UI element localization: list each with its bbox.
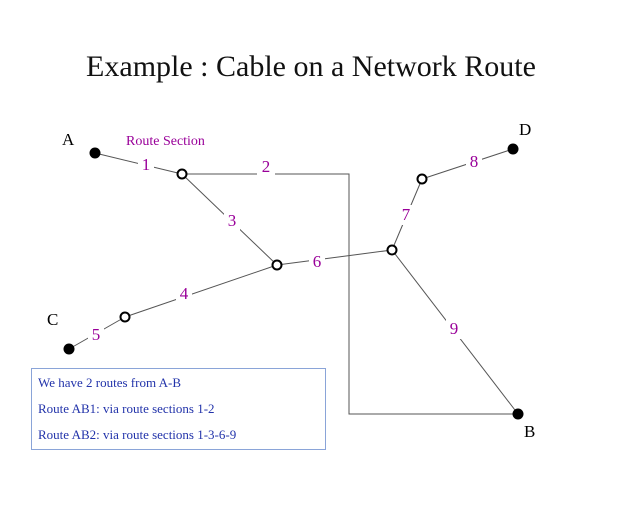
junction-node-3 — [386, 244, 398, 256]
endpoint-node-a — [89, 147, 101, 159]
junction-node-1 — [176, 168, 188, 180]
section-label-7: 7 — [402, 205, 411, 224]
section-label-3: 3 — [228, 211, 237, 230]
section-label-9: 9 — [450, 319, 459, 338]
junction-node-5 — [119, 311, 131, 323]
section-label-6: 6 — [313, 252, 322, 271]
endpoint-label-a: A — [62, 130, 75, 149]
section-label-5: 5 — [92, 325, 101, 344]
junction-node-2 — [271, 259, 283, 271]
section-label-4: 4 — [180, 284, 189, 303]
junction-nodes — [119, 168, 428, 323]
endpoint-node-b — [512, 408, 524, 420]
endpoint-label-b: B — [524, 422, 535, 441]
segment-6 — [276, 249, 393, 266]
route-notes-box: We have 2 routes from A-B Route AB1: via… — [31, 368, 326, 450]
endpoint-node-c — [63, 343, 75, 355]
segment-4 — [124, 264, 278, 318]
section-label-1: 1 — [142, 155, 151, 174]
section-labels: 1 2 3 4 5 6 7 8 9 — [88, 152, 482, 345]
route-section-hint: Route Section — [126, 134, 205, 149]
endpoint-nodes — [63, 143, 524, 420]
page-title: Example : Cable on a Network Route — [86, 50, 536, 83]
endpoint-label-c: C — [47, 310, 58, 329]
junction-node-4 — [416, 173, 428, 185]
section-label-8: 8 — [470, 152, 479, 171]
note-line: Route AB1: via route sections 1-2 — [38, 401, 215, 416]
endpoint-label-d: D — [519, 120, 531, 139]
endpoint-node-d — [507, 143, 519, 155]
section-label-2: 2 — [262, 157, 271, 176]
note-line: We have 2 routes from A-B — [38, 375, 181, 390]
note-line: Route AB2: via route sections 1-3-6-9 — [38, 427, 237, 442]
